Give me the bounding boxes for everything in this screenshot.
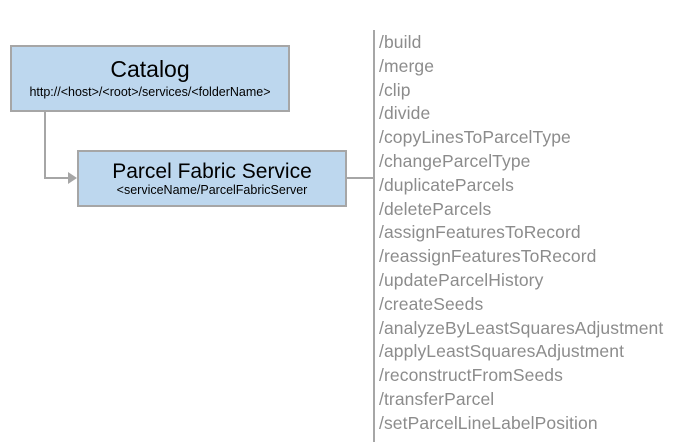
operation-item: /assignFeaturesToRecord bbox=[379, 222, 581, 243]
operation-item: /transferParcel bbox=[379, 388, 495, 409]
operation-item: /reconstructFromSeeds bbox=[379, 365, 563, 386]
operation-item: /divide bbox=[379, 103, 431, 124]
arrow-head-icon bbox=[68, 172, 77, 184]
operation-item: /merge bbox=[379, 55, 435, 76]
operation-item: /reassignFeaturesToRecord bbox=[379, 246, 597, 267]
operation-item: /createSeeds bbox=[379, 293, 484, 314]
connector-service-to-operations bbox=[347, 177, 375, 179]
parcel-fabric-service-node-path: <serviceName/ParcelFabricServer bbox=[116, 182, 308, 197]
operation-item: /setParcelLineLabelPosition bbox=[379, 412, 598, 433]
catalog-node-title: Catalog bbox=[110, 56, 190, 83]
operations-divider-line bbox=[373, 30, 375, 442]
operation-item: /duplicateParcels bbox=[379, 174, 514, 195]
operation-item: /applyLeastSquaresAdjustment bbox=[379, 341, 625, 362]
operation-item: /clip bbox=[379, 79, 411, 100]
parcel-fabric-service-node-title: Parcel Fabric Service bbox=[112, 159, 312, 183]
operation-item: /copyLinesToParcelType bbox=[379, 127, 571, 148]
operation-item: /deleteParcels bbox=[379, 198, 492, 219]
catalog-node-url: http://<host>/<root>/services/<folderNam… bbox=[29, 84, 271, 99]
operation-item: /changeParcelType bbox=[379, 150, 531, 171]
parcel-fabric-service-node: Parcel Fabric Service <serviceName/Parce… bbox=[77, 150, 347, 207]
operations-list: /build/merge/clip/divide/copyLinesToParc… bbox=[379, 31, 684, 436]
operation-item: /analyzeByLeastSquaresAdjustment bbox=[379, 317, 664, 338]
operation-item: /build bbox=[379, 32, 422, 52]
catalog-node: Catalog http://<host>/<root>/services/<f… bbox=[10, 45, 290, 112]
connector-catalog-horizontal bbox=[44, 177, 69, 179]
operation-item: /updateParcelHistory bbox=[379, 269, 544, 290]
connector-catalog-vertical bbox=[44, 112, 46, 179]
